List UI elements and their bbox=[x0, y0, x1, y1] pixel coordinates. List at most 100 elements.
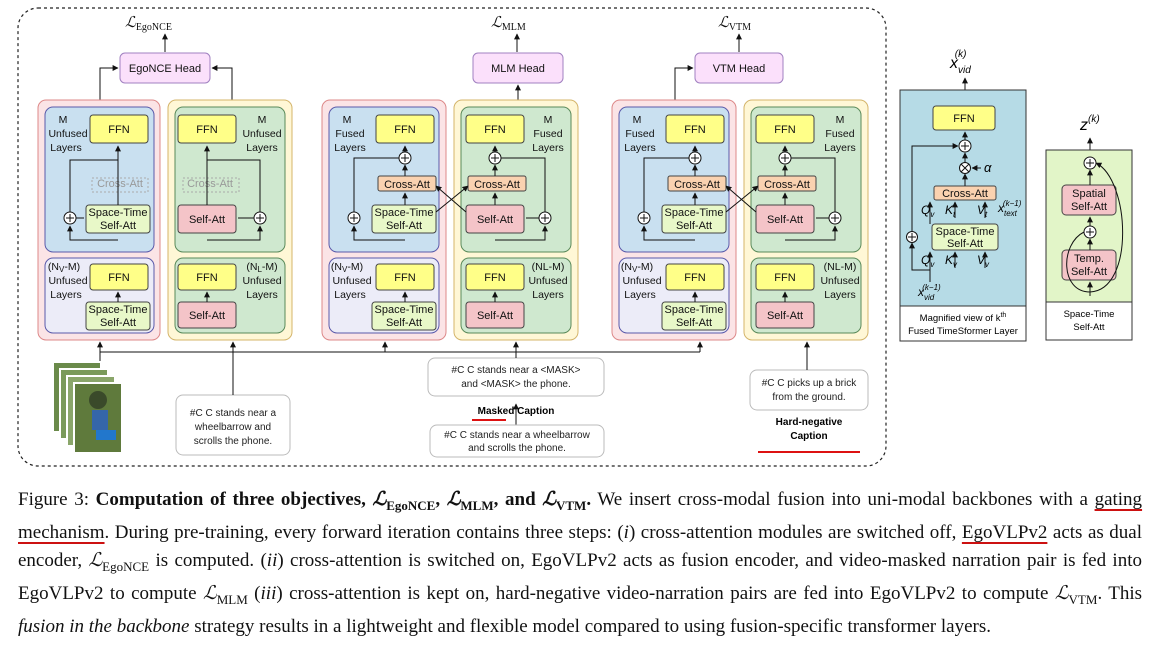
svg-text:Self-Att: Self-Att bbox=[189, 310, 225, 322]
svg-text:Self-Att: Self-Att bbox=[477, 214, 513, 226]
caption-bold-title: Computation of three objectives, bbox=[95, 489, 366, 510]
svg-text:Cross-Att: Cross-Att bbox=[384, 179, 430, 191]
svg-text:Vt: Vt bbox=[977, 203, 988, 219]
svg-text:and <MASK> the phone.: and <MASK> the phone. bbox=[461, 379, 571, 390]
svg-text:Self-Att: Self-Att bbox=[477, 310, 513, 322]
svg-text:#C C picks up a brick: #C C picks up a brick bbox=[762, 378, 857, 389]
svg-text:Fused: Fused bbox=[335, 128, 364, 140]
figure-caption: Figure 3: Computation of three objective… bbox=[18, 489, 1143, 638]
svg-text:MLM Head: MLM Head bbox=[491, 63, 545, 75]
svg-text:Self-Att: Self-Att bbox=[947, 238, 983, 250]
svg-text:wheelbarrow and: wheelbarrow and bbox=[194, 422, 271, 433]
svg-text:#C C stands near a wheelbarrow: #C C stands near a wheelbarrow bbox=[444, 430, 590, 441]
svg-text:Temp.: Temp. bbox=[1074, 253, 1104, 265]
egonce-video-encoder: M Unfused Layers FFN Cross-Att Space-Tim… bbox=[37, 99, 161, 341]
svg-text:FFN: FFN bbox=[108, 124, 129, 136]
svg-text:and scrolls the phone.: and scrolls the phone. bbox=[468, 443, 566, 454]
svg-text:FFN: FFN bbox=[484, 124, 505, 136]
svg-text:Fused TimeSformer Layer: Fused TimeSformer Layer bbox=[908, 326, 1018, 337]
svg-text:Space-Time: Space-Time bbox=[375, 304, 434, 316]
svg-text:Self-Att: Self-Att bbox=[767, 310, 803, 322]
svg-text:Layers: Layers bbox=[334, 289, 366, 301]
svg-text:ℒVTM: ℒVTM bbox=[718, 14, 751, 33]
svg-text:Layers: Layers bbox=[532, 289, 564, 301]
svg-text:(NL-M): (NL-M) bbox=[824, 261, 857, 273]
architecture-diagram: ℒEgoNCE ℒMLM ℒVTM EgoNCE Head MLM Head V… bbox=[17, 7, 1133, 467]
svg-text:Cross-Att: Cross-Att bbox=[97, 178, 143, 190]
svg-text:Fused: Fused bbox=[825, 128, 854, 140]
magnified-fused-layer: xvid(k) FFN α Cross-Att Qv Kt Vt xtext(k… bbox=[899, 49, 1027, 342]
svg-text:M: M bbox=[836, 114, 845, 126]
svg-text:Space-Time: Space-Time bbox=[936, 226, 995, 238]
svg-text:FFN: FFN bbox=[394, 124, 415, 136]
svg-text:FFN: FFN bbox=[108, 272, 129, 284]
svg-text:Self-Att: Self-Att bbox=[767, 214, 803, 226]
figure-label: Figure 3: bbox=[18, 489, 90, 510]
svg-text:(NL-M): (NL-M) bbox=[532, 261, 565, 273]
vtm-head: VTM Head bbox=[694, 52, 784, 84]
vtm-text-encoder: M Fused Layers FFN Cross-Att Self-Att (N… bbox=[743, 99, 869, 341]
svg-text:Self-Att: Self-Att bbox=[386, 220, 422, 232]
svg-text:FFN: FFN bbox=[953, 113, 974, 125]
svg-text:Self-Att: Self-Att bbox=[1071, 201, 1107, 213]
svg-text:M: M bbox=[633, 114, 642, 126]
svg-text:from the ground.: from the ground. bbox=[772, 392, 845, 403]
svg-text:VTM Head: VTM Head bbox=[713, 63, 766, 75]
svg-text:M: M bbox=[343, 114, 352, 126]
svg-text:Magnified view of kth: Magnified view of kth bbox=[920, 312, 1007, 324]
svg-text:EgoNCE Head: EgoNCE Head bbox=[129, 63, 201, 75]
loss-vtm: ℒVTM bbox=[718, 14, 751, 33]
svg-text:α: α bbox=[984, 160, 992, 175]
svg-text:FFN: FFN bbox=[196, 272, 217, 284]
svg-text:Layers: Layers bbox=[50, 289, 82, 301]
svg-text:Cross-Att: Cross-Att bbox=[674, 179, 720, 191]
outer-dashed-frame bbox=[17, 7, 887, 467]
svg-text:xtext(k−1): xtext(k−1) bbox=[997, 199, 1022, 218]
gating-mechanism-link: gating mechanism bbox=[18, 489, 1143, 544]
svg-text:Layers: Layers bbox=[246, 142, 278, 154]
svg-text:M: M bbox=[59, 114, 68, 126]
svg-text:ℒMLM: ℒMLM bbox=[491, 14, 526, 33]
svg-text:z(k): z(k) bbox=[1079, 114, 1100, 134]
space-time-self-att-panel: z(k) Spatial Self-Att Temp. Self-Att Spa… bbox=[1045, 114, 1133, 341]
svg-text:Self-Att: Self-Att bbox=[1073, 322, 1105, 333]
svg-text:FFN: FFN bbox=[774, 124, 795, 136]
loss-mlm: ℒMLM bbox=[491, 14, 526, 33]
svg-text:Layers: Layers bbox=[824, 142, 856, 154]
svg-text:Unfused: Unfused bbox=[622, 275, 661, 287]
svg-text:Cross-Att: Cross-Att bbox=[942, 188, 988, 200]
svg-text:Fused: Fused bbox=[625, 128, 654, 140]
svg-text:(NV-M): (NV-M) bbox=[331, 261, 363, 274]
svg-text:Spatial: Spatial bbox=[1072, 188, 1106, 200]
svg-text:Unfused: Unfused bbox=[48, 275, 87, 287]
svg-text:Unfused: Unfused bbox=[528, 275, 567, 287]
svg-text:FFN: FFN bbox=[484, 272, 505, 284]
svg-text:Cross-Att: Cross-Att bbox=[764, 179, 810, 191]
masked-caption-box: #C C stands near a <MASK> and <MASK> the… bbox=[427, 357, 605, 397]
video-frames bbox=[52, 361, 123, 454]
original-caption-box: #C C stands near a wheelbarrow and scrol… bbox=[429, 424, 605, 458]
svg-text:Self-Att: Self-Att bbox=[676, 220, 712, 232]
svg-text:Unfused: Unfused bbox=[242, 128, 281, 140]
svg-text:Layers: Layers bbox=[334, 142, 366, 154]
svg-text:Cross-Att: Cross-Att bbox=[474, 179, 520, 191]
svg-text:Self-Att: Self-Att bbox=[100, 220, 136, 232]
svg-text:scrolls the phone.: scrolls the phone. bbox=[194, 436, 272, 447]
svg-text:Unfused: Unfused bbox=[48, 128, 87, 140]
svg-text:Space-Time: Space-Time bbox=[665, 207, 724, 219]
svg-text:Space-Time: Space-Time bbox=[89, 304, 148, 316]
mlm-video-encoder: M Fused Layers FFN Cross-Att Space-Time … bbox=[321, 99, 447, 341]
egonce-text-encoder: M Unfused Layers FFN Cross-Att Self-Att … bbox=[167, 99, 293, 341]
svg-text:(NV-M): (NV-M) bbox=[48, 261, 80, 274]
svg-text:Layers: Layers bbox=[246, 289, 278, 301]
svg-text:Space-Time: Space-Time bbox=[375, 207, 434, 219]
svg-text:xvid(k): xvid(k) bbox=[949, 49, 971, 76]
svg-text:FFN: FFN bbox=[774, 272, 795, 284]
svg-text:Unfused: Unfused bbox=[242, 275, 281, 287]
svg-text:Self-Att: Self-Att bbox=[100, 317, 136, 329]
svg-text:Layers: Layers bbox=[50, 142, 82, 154]
svg-text:Self-Att: Self-Att bbox=[1071, 266, 1107, 278]
svg-text:Layers: Layers bbox=[532, 142, 564, 154]
svg-text:Caption: Caption bbox=[790, 431, 827, 442]
loss-egonce: ℒEgoNCE bbox=[125, 14, 172, 33]
